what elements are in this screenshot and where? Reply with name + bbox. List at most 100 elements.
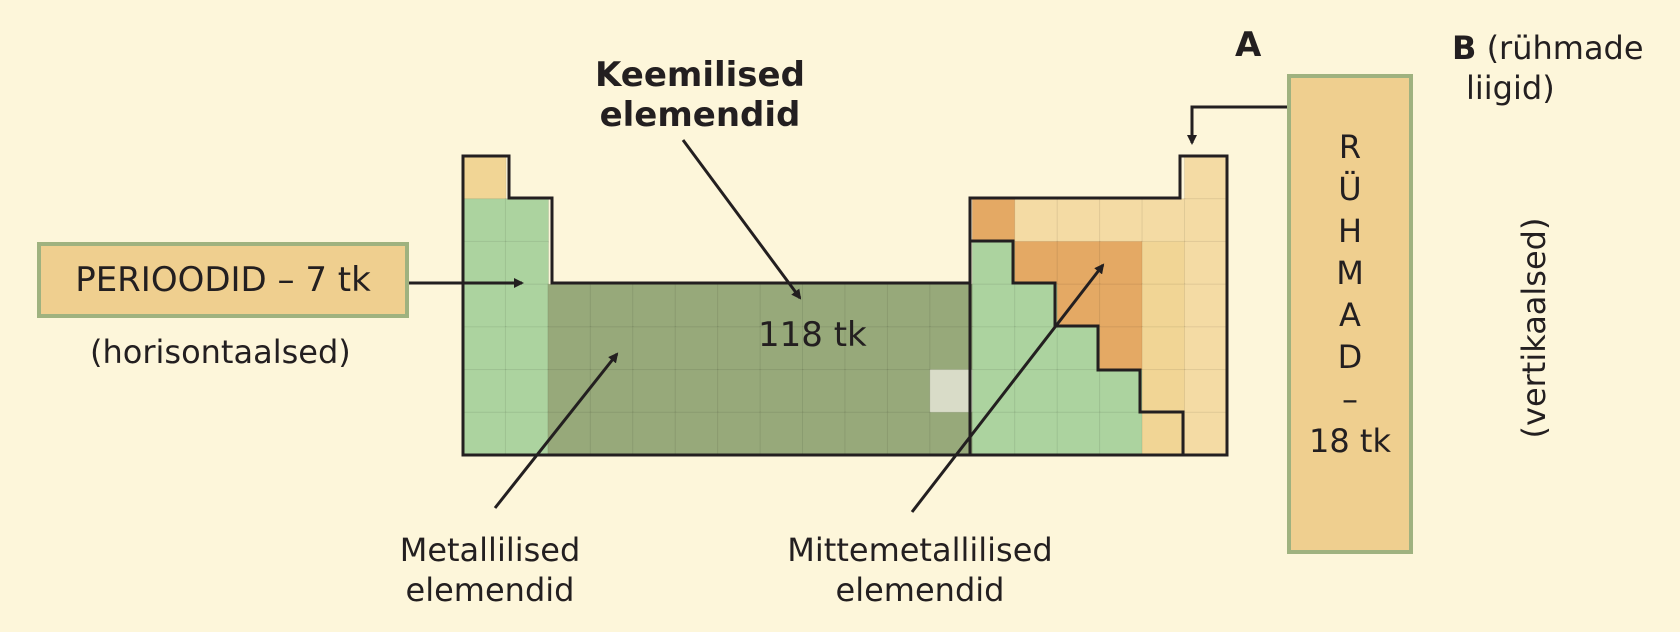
element-cell	[462, 198, 507, 243]
element-cell	[886, 411, 931, 457]
periods-box-label: PERIOODID – 7 tk	[75, 260, 371, 300]
element-cell	[1099, 283, 1144, 328]
periods-sub-label: (horisontaalsed)	[90, 333, 351, 371]
element-cell	[632, 326, 677, 371]
element-cell	[1141, 240, 1186, 286]
element-cell	[504, 369, 549, 414]
element-cell	[462, 155, 507, 200]
metal-nonmetal-boundary	[968, 239, 1185, 455]
groups-box-text: R Ü H M A D – 18 tk	[1291, 126, 1409, 462]
element-cell	[1056, 326, 1101, 371]
groups-char: –	[1342, 380, 1358, 418]
label-b-letter: B	[1452, 29, 1477, 67]
element-cell	[1099, 411, 1144, 457]
element-cell	[632, 411, 677, 457]
element-cell	[504, 326, 549, 371]
element-cell	[1183, 283, 1229, 328]
label-b: B (rühmade liigid)	[1452, 28, 1644, 108]
title-line-2: elemendid	[599, 95, 801, 135]
element-cell	[759, 411, 804, 457]
nonmetals-label: Mittemetallilised elemendid	[770, 530, 1070, 610]
element-cell	[717, 283, 762, 328]
nonmetals-label-line-2: elemendid	[835, 571, 1005, 609]
element-cell	[1099, 240, 1144, 286]
groups-char: H	[1337, 212, 1363, 250]
element-cell	[929, 411, 974, 457]
element-cell	[929, 283, 974, 328]
element-cell	[759, 369, 804, 414]
element-cell	[462, 369, 507, 414]
element-cell	[802, 411, 847, 457]
element-cell	[1014, 369, 1059, 414]
element-cell	[1056, 369, 1101, 414]
element-cell	[674, 283, 719, 328]
element-cell	[1141, 411, 1186, 457]
element-cell	[1014, 411, 1059, 457]
element-cell	[504, 198, 549, 243]
element-cell	[1141, 198, 1186, 243]
groups-count: 18 tk	[1309, 422, 1391, 460]
element-cell	[589, 411, 634, 457]
element-cell	[1141, 369, 1186, 414]
groups-vertical-label: (vertikaalsed)	[1515, 217, 1553, 439]
element-cell	[1099, 369, 1144, 414]
metals-label-line-1: Metallilised	[399, 531, 581, 569]
element-cell	[547, 326, 592, 371]
metals-label-line-2: elemendid	[405, 571, 575, 609]
element-cell	[717, 369, 762, 414]
element-cell	[929, 326, 974, 371]
element-cell	[802, 326, 847, 371]
element-cell	[1183, 326, 1229, 371]
groups-char: Ü	[1338, 170, 1362, 208]
groups-char: R	[1338, 128, 1362, 166]
label-b-line-2: liigid)	[1466, 69, 1555, 107]
element-cell	[844, 369, 889, 414]
element-cell	[1014, 240, 1059, 286]
element-cell	[462, 240, 507, 286]
element-cell	[886, 369, 931, 414]
element-cell	[971, 240, 1016, 286]
groups-char: D	[1337, 338, 1363, 376]
element-cell	[504, 240, 549, 286]
element-cell	[504, 283, 549, 328]
element-cell	[1183, 369, 1229, 414]
table-outline	[461, 154, 1229, 457]
element-cell	[717, 411, 762, 457]
element-cell	[929, 369, 974, 414]
element-cell	[632, 369, 677, 414]
arrow-to-metals	[493, 352, 619, 509]
element-cell	[1141, 326, 1186, 371]
element-cell	[462, 326, 507, 371]
element-cell	[802, 369, 847, 414]
arrow-to-center	[681, 139, 802, 300]
element-cell	[462, 283, 507, 328]
element-cell	[1014, 283, 1059, 328]
element-cell	[802, 283, 847, 328]
groups-box: R Ü H M A D – 18 tk	[1287, 74, 1413, 554]
groups-char: M	[1336, 254, 1364, 292]
nonmetals-label-line-1: Mittemetallilised	[787, 531, 1053, 569]
element-count-label: 118 tk	[758, 315, 867, 355]
element-cell	[1183, 411, 1229, 457]
metals-label: Metallilised elemendid	[340, 530, 640, 610]
element-cell	[674, 411, 719, 457]
element-cell	[547, 283, 592, 328]
periods-box: PERIOODID – 7 tk	[37, 242, 409, 318]
element-cell	[886, 326, 931, 371]
element-cells	[462, 155, 1229, 457]
label-a: A	[1235, 25, 1262, 65]
element-cell	[674, 369, 719, 414]
element-cell	[971, 411, 1016, 457]
element-cell	[886, 283, 931, 328]
element-cell	[632, 283, 677, 328]
label-b-line-1: (rühmade	[1476, 29, 1644, 67]
element-cell	[589, 283, 634, 328]
element-cell	[1099, 326, 1144, 371]
element-cell	[589, 369, 634, 414]
element-cell	[1141, 283, 1186, 328]
element-cell	[1056, 283, 1101, 328]
element-cell	[1183, 240, 1229, 286]
element-cell	[1099, 198, 1144, 243]
element-cell	[971, 198, 1016, 243]
